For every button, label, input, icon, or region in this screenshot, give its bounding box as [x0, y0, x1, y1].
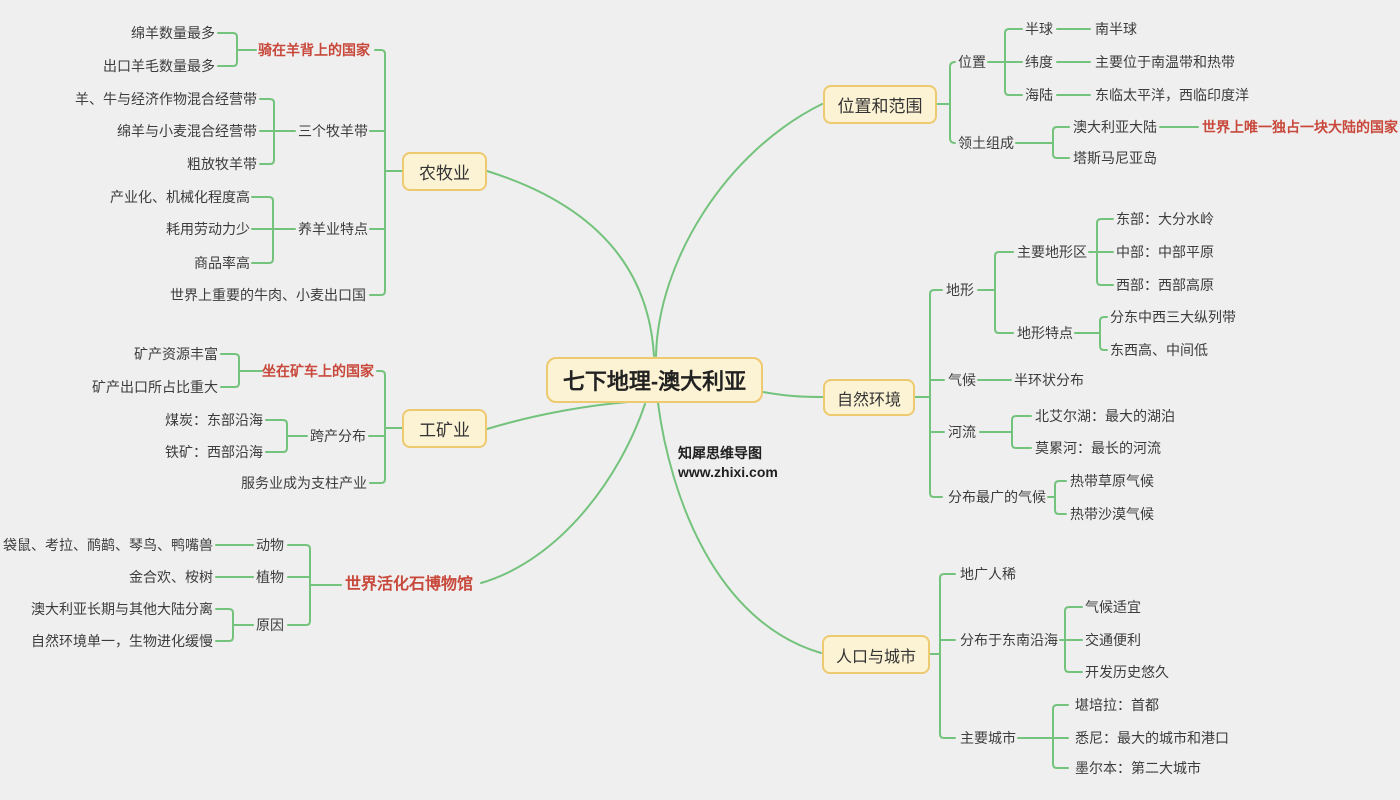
- node-widest-climate[interactable]: 分布最广的气候: [948, 489, 1046, 505]
- node-terrain[interactable]: 地形: [946, 282, 974, 298]
- node-sea-land-value[interactable]: 东临太平洋，西临印度洋: [1095, 87, 1249, 103]
- node-beef-wheat-exporter[interactable]: 世界上重要的牛肉、小麦出口国: [170, 287, 366, 303]
- node-wool-export[interactable]: 出口羊毛数量最多: [103, 58, 215, 74]
- node-long-history[interactable]: 开发历史悠久: [1085, 664, 1169, 680]
- node-tasmania[interactable]: 塔斯马尼亚岛: [1073, 150, 1157, 166]
- node-high-low[interactable]: 东西高、中间低: [1110, 342, 1208, 358]
- node-terrain-regions[interactable]: 主要地形区: [1017, 244, 1087, 260]
- node-latitude[interactable]: 纬度: [1025, 54, 1053, 70]
- node-coal[interactable]: 煤炭：东部沿海: [165, 412, 263, 428]
- node-west-plateau[interactable]: 西部：西部高原: [1116, 277, 1214, 293]
- node-plants[interactable]: 植物: [256, 569, 284, 585]
- node-position[interactable]: 位置: [958, 54, 986, 70]
- node-three-zones[interactable]: 分东中西三大纵列带: [1110, 309, 1236, 325]
- node-territory[interactable]: 领土组成: [958, 135, 1014, 151]
- node-sheep-number[interactable]: 绵羊数量最多: [131, 25, 215, 41]
- node-commodity-rate[interactable]: 商品率高: [194, 255, 250, 271]
- node-reason-isolation[interactable]: 澳大利亚长期与其他大陆分离: [31, 601, 213, 617]
- node-sparse-population[interactable]: 地广人稀: [960, 566, 1016, 582]
- node-sydney[interactable]: 悉尼：最大的城市和港口: [1075, 730, 1229, 746]
- node-plant-list[interactable]: 金合欢、桉树: [129, 569, 213, 585]
- node-riding-country[interactable]: 骑在羊背上的国家: [258, 42, 370, 58]
- node-mineral-rich[interactable]: 矿产资源丰富: [134, 346, 218, 362]
- center-topic[interactable]: 七下地理-澳大利亚: [546, 357, 763, 403]
- node-climate-value[interactable]: 半环状分布: [1014, 372, 1084, 388]
- node-mixed-belt-1[interactable]: 羊、牛与经济作物混合经营带: [75, 91, 257, 107]
- node-lake-eyre[interactable]: 北艾尔湖：最大的湖泊: [1035, 408, 1175, 424]
- node-latitude-value[interactable]: 主要位于南温带和热带: [1095, 54, 1235, 70]
- node-savanna-climate[interactable]: 热带草原气候: [1070, 473, 1154, 489]
- node-minecart-country[interactable]: 坐在矿车上的国家: [262, 363, 374, 379]
- node-sea-land[interactable]: 海陆: [1025, 87, 1053, 103]
- node-mineral-distribution[interactable]: 跨产分布: [310, 428, 366, 444]
- node-mainland[interactable]: 澳大利亚大陆: [1073, 119, 1157, 135]
- branch-mining[interactable]: 工矿业: [402, 409, 487, 448]
- branch-living-fossil[interactable]: 世界活化石博物馆: [345, 576, 474, 593]
- node-reason-evolution[interactable]: 自然环境单一，生物进化缓慢: [31, 633, 213, 649]
- branch-population[interactable]: 人口与城市: [822, 635, 930, 674]
- node-east-range[interactable]: 东部：大分水岭: [1116, 211, 1214, 227]
- node-rough-belt[interactable]: 粗放牧羊带: [187, 156, 257, 172]
- node-southeast-coast[interactable]: 分布于东南沿海: [960, 632, 1058, 648]
- branch-agriculture[interactable]: 农牧业: [402, 152, 487, 191]
- node-convenient-transport[interactable]: 交通便利: [1085, 632, 1141, 648]
- node-three-belts[interactable]: 三个牧羊带: [298, 123, 368, 139]
- node-service-industry[interactable]: 服务业成为支柱产业: [241, 475, 367, 491]
- node-reasons[interactable]: 原因: [256, 617, 284, 633]
- node-industrialized[interactable]: 产业化、机械化程度高: [110, 189, 250, 205]
- node-animal-list[interactable]: 袋鼠、考拉、鸸鹋、琴鸟、鸭嘴兽: [3, 537, 213, 553]
- node-mineral-export[interactable]: 矿产出口所占比重大: [92, 379, 218, 395]
- node-murray-river[interactable]: 莫累河：最长的河流: [1035, 440, 1161, 456]
- watermark-url: www.zhixi.com: [678, 464, 778, 480]
- node-sheep-features[interactable]: 养羊业特点: [298, 221, 368, 237]
- branch-nature[interactable]: 自然环境: [823, 379, 915, 416]
- node-central-plain[interactable]: 中部：中部平原: [1116, 244, 1214, 260]
- node-rivers[interactable]: 河流: [948, 424, 976, 440]
- node-hemisphere-value[interactable]: 南半球: [1095, 21, 1137, 37]
- node-hemisphere[interactable]: 半球: [1025, 21, 1053, 37]
- node-canberra[interactable]: 堪培拉：首都: [1075, 697, 1159, 713]
- node-suitable-climate[interactable]: 气候适宜: [1085, 599, 1141, 615]
- node-animals[interactable]: 动物: [256, 537, 284, 553]
- watermark: 知犀思维导图 www.zhixi.com: [678, 444, 778, 482]
- node-desert-climate[interactable]: 热带沙漠气候: [1070, 506, 1154, 522]
- node-melbourne[interactable]: 墨尔本：第二大城市: [1075, 760, 1201, 776]
- node-iron[interactable]: 铁矿：西部沿海: [165, 444, 263, 460]
- node-climate[interactable]: 气候: [948, 372, 976, 388]
- branch-location[interactable]: 位置和范围: [823, 85, 937, 124]
- node-mixed-belt-2[interactable]: 绵羊与小麦混合经营带: [117, 123, 257, 139]
- watermark-brand: 知犀思维导图: [678, 445, 762, 461]
- node-less-labor[interactable]: 耗用劳动力少: [166, 221, 250, 237]
- node-major-cities[interactable]: 主要城市: [960, 730, 1016, 746]
- node-mainland-note[interactable]: 世界上唯一独占一块大陆的国家: [1202, 119, 1398, 135]
- node-terrain-features[interactable]: 地形特点: [1017, 325, 1073, 341]
